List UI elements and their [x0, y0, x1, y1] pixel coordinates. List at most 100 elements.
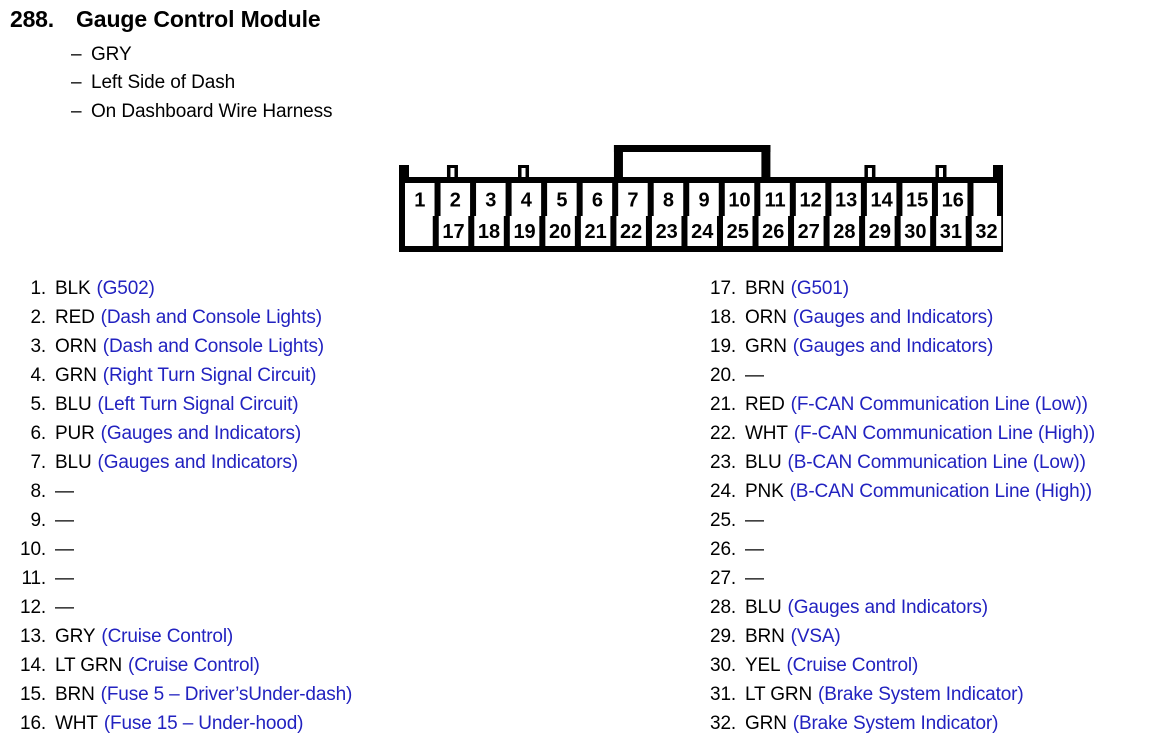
- pin-circuit-description: (Right Turn Signal Circuit): [102, 365, 317, 386]
- pin-number-label-13: 13: [835, 190, 857, 212]
- pin-row: 4.GRN(Right Turn Signal Circuit): [0, 361, 560, 390]
- pin-number: 22.: [710, 423, 736, 444]
- pin-unused-marker: —: [55, 481, 74, 502]
- pin-row: 31.LT GRN(Brake System Indicator): [690, 680, 1151, 709]
- pin-wire-color: WHT: [55, 713, 98, 734]
- pin-wire-color: BLU: [745, 452, 782, 473]
- pin-number: 6.: [30, 423, 46, 444]
- pin-number-label-19: 19: [513, 221, 535, 243]
- pin-wire-color: BLU: [745, 597, 782, 618]
- pin-circuit-description: (Gauges and Indicators): [97, 452, 299, 473]
- pin-number-label-14: 14: [871, 190, 894, 212]
- pin-cell-30: [900, 216, 931, 246]
- subline-text: On Dashboard Wire Harness: [91, 101, 333, 122]
- pin-wire-color: GRY: [55, 626, 96, 647]
- pin-number-label-20: 20: [549, 221, 571, 243]
- pin-row: 2.RED(Dash and Console Lights): [0, 303, 560, 332]
- pin-circuit-description: (F-CAN Communication Line (High)): [793, 423, 1096, 444]
- pin-cell-25: [722, 216, 753, 246]
- pin-number-label-5: 5: [556, 190, 567, 212]
- pin-number: 26.: [710, 539, 736, 560]
- pin-row: 20.—: [690, 361, 1151, 390]
- lock-bridge-post-left: [613, 145, 623, 179]
- pin-cell-29: [865, 216, 895, 246]
- pin-number: 30.: [710, 655, 736, 676]
- pin-unused-marker: —: [55, 568, 74, 589]
- pin-circuit-description: (Fuse 5 – Driver’sUnder-dash): [100, 684, 353, 705]
- pin-list-left: 1.BLK(G502)2.RED(Dash and Console Lights…: [0, 274, 560, 738]
- pin-number: 17.: [710, 278, 736, 299]
- pin-cell-14: [866, 183, 897, 216]
- pin-wire-color: ORN: [745, 307, 787, 328]
- pin-wire-color: RED: [745, 394, 785, 415]
- pin-circuit-description: (Brake System Indicator): [792, 713, 999, 734]
- pin-unused-marker: —: [745, 365, 764, 386]
- pin-unused-marker: —: [745, 568, 764, 589]
- lock-bridge-post-right: [761, 145, 771, 179]
- pin-number-label-15: 15: [906, 190, 928, 212]
- pin-wire-color: WHT: [745, 423, 788, 444]
- pin-wire-color: ORN: [55, 336, 97, 357]
- pin-row: 21.RED(F-CAN Communication Line (Low)): [690, 390, 1151, 419]
- pin-wire-color: BRN: [745, 278, 785, 299]
- pin-number: 7.: [30, 452, 46, 473]
- pin-row: 30.YEL(Cruise Control): [690, 651, 1151, 680]
- pin-number-label-7: 7: [627, 190, 638, 212]
- pin-cell-15: [902, 183, 932, 216]
- lock-tab-small-hole-3: [938, 168, 943, 177]
- pin-unused-marker: —: [55, 510, 74, 531]
- pin-wire-color: GRN: [745, 713, 787, 734]
- pin-row: 22. WHT(F-CAN Communication Line (High)): [690, 419, 1151, 448]
- pin-row: 32.GRN(Brake System Indicator): [690, 709, 1151, 738]
- dash-marker: –: [71, 72, 82, 93]
- pin-number: 15.: [20, 684, 46, 705]
- pin-number-label-8: 8: [663, 190, 674, 212]
- pin-row: 14.LT GRN(Cruise Control): [0, 651, 560, 680]
- pin-number-label-18: 18: [478, 221, 500, 243]
- pin-circuit-description: (Dash and Console Lights): [102, 336, 324, 357]
- pin-number: 29.: [710, 626, 736, 647]
- pin-unused-marker: —: [745, 510, 764, 531]
- pin-cell-22: [616, 216, 646, 246]
- pin-circuit-description: (B-CAN Communication Line (Low)): [787, 452, 1086, 473]
- pin-row: 25. —: [690, 506, 1151, 535]
- pin-row: 17.BRN(G501): [690, 274, 1151, 303]
- subline-harness: –On Dashboard Wire Harness: [71, 101, 333, 123]
- pin-circuit-description: (B-CAN Communication Line (High)): [789, 481, 1092, 502]
- pin-circuit-description: (VSA): [790, 626, 841, 647]
- pin-number-label-24: 24: [691, 221, 714, 243]
- pin-number-label-2: 2: [450, 190, 461, 212]
- pin-wire-color: BRN: [55, 684, 95, 705]
- pin-number: 16.: [20, 713, 46, 734]
- pin-number-label-25: 25: [727, 221, 749, 243]
- pin-wire-color: BRN: [745, 626, 785, 647]
- pin-number-label-3: 3: [485, 190, 496, 212]
- pin-number-label-11: 11: [764, 190, 785, 212]
- pin-number: 1.: [30, 278, 46, 299]
- pin-number: 3.: [30, 336, 46, 357]
- pin-number-label-21: 21: [585, 221, 607, 243]
- pin-number: 13.: [20, 626, 46, 647]
- pin-cells: [405, 183, 1002, 246]
- pin-row: 11.—: [0, 564, 560, 593]
- pin-number-label-6: 6: [592, 190, 603, 212]
- pin-wire-color: GRN: [745, 336, 787, 357]
- pin-number: 25.: [710, 510, 736, 531]
- pin-number: 14.: [20, 655, 46, 676]
- pin-number: 12.: [20, 597, 46, 618]
- pin-wire-color: BLK: [55, 278, 91, 299]
- pin-number-label-16: 16: [942, 190, 964, 212]
- pin-cell-32: [971, 216, 1002, 246]
- pin-row: 16.WHT(Fuse 15 – Under-hood): [0, 709, 560, 738]
- pin-row: 5.BLU(Left Turn Signal Circuit): [0, 390, 560, 419]
- pin-circuit-description: (Cruise Control): [786, 655, 919, 676]
- pin-number: 2.: [30, 307, 46, 328]
- pin-cell-31: [936, 216, 966, 246]
- subline-text: GRY: [91, 44, 132, 65]
- pin-number-label-32: 32: [975, 221, 997, 243]
- pin-cell-1: [405, 183, 435, 216]
- pin-number: 31.: [710, 684, 736, 705]
- pin-cell-16: [937, 183, 968, 216]
- pin-cell-7: [618, 183, 648, 216]
